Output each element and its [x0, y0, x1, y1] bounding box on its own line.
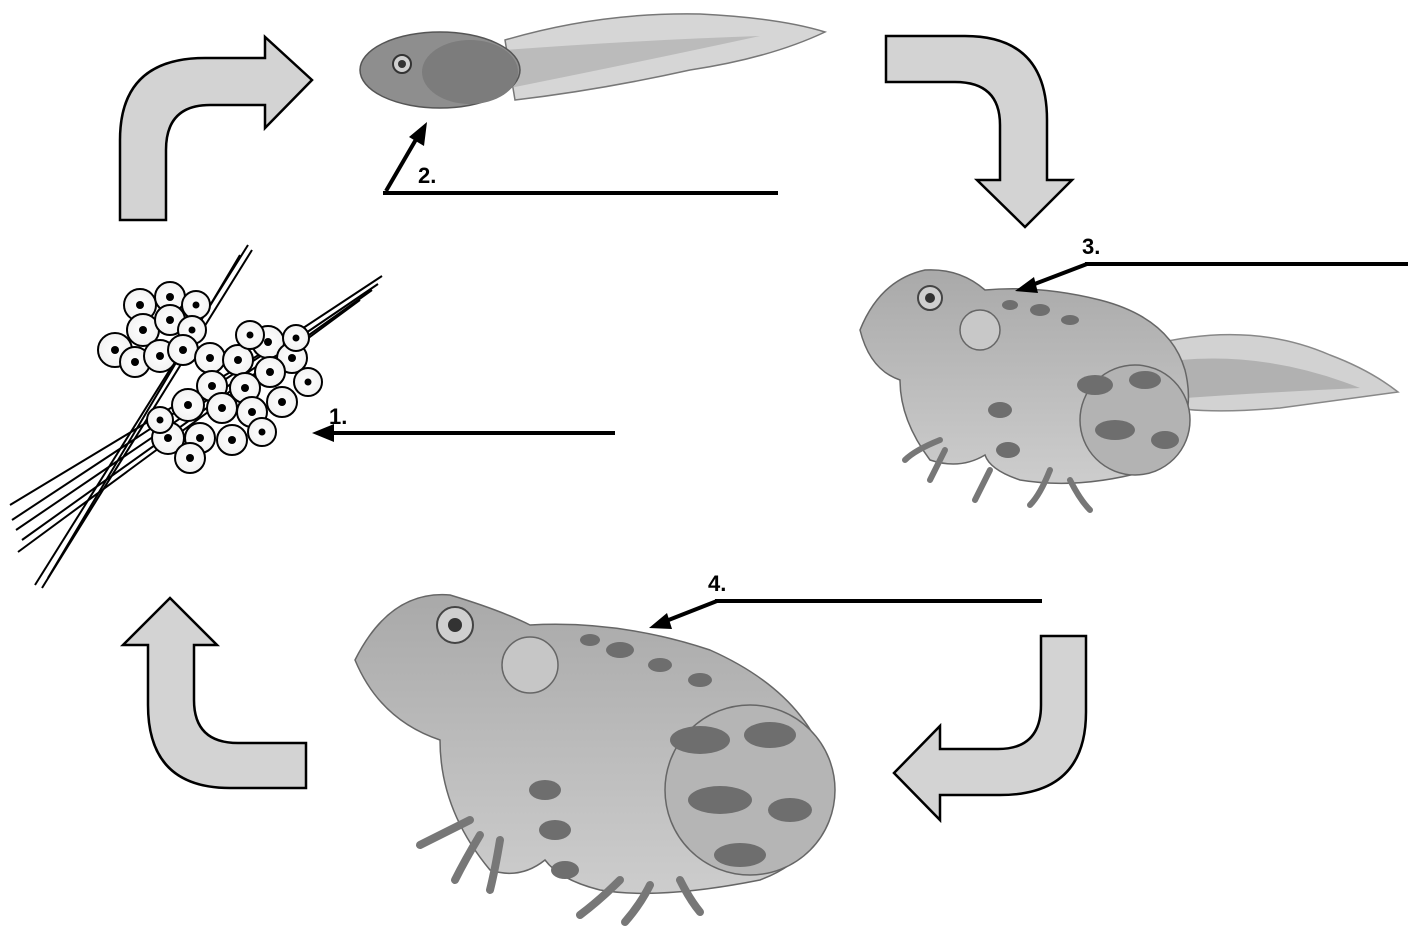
- label-3-leader: [1015, 264, 1408, 293]
- label-4-leader: [649, 601, 1042, 629]
- cycle-arrow-froglet-to-adult: [894, 636, 1086, 820]
- cycle-arrow-eggs-to-tadpole: [120, 37, 312, 220]
- frog-egg-cluster-icon: [10, 245, 382, 588]
- stage-4-label: 4.: [708, 571, 726, 596]
- stage-2-label: 2.: [418, 163, 436, 188]
- adult-frog-icon: [355, 595, 835, 922]
- stage-3-label: 3.: [1082, 234, 1100, 259]
- tadpole-icon: [360, 14, 825, 108]
- cycle-arrow-adult-to-eggs: [123, 598, 306, 788]
- cycle-arrow-tadpole-to-froglet: [886, 36, 1072, 227]
- froglet-icon: [860, 270, 1398, 510]
- label-2-leader: [383, 122, 778, 193]
- label-1-leader: [312, 424, 615, 442]
- stage-1-label: 1.: [329, 404, 347, 429]
